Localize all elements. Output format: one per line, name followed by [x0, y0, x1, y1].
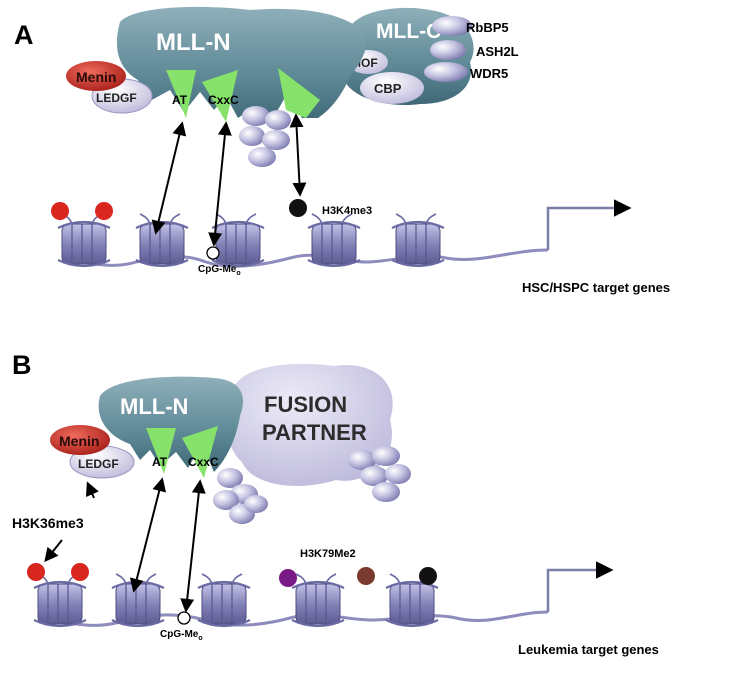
ledgf-label-b: LEDGF [78, 457, 119, 471]
h3k79me2-label-b: H3K79Me2 [300, 548, 356, 560]
nucleosome-b-2 [110, 572, 166, 628]
ash2l-label: ASH2L [476, 44, 519, 59]
arrow-h3k36me3-ledgf-b [85, 481, 99, 499]
cxxc-domain-a [202, 70, 238, 122]
h3k79me2-mark-b [357, 567, 375, 585]
h3k36me3-mark-b-1 [27, 563, 45, 581]
protein-ball-b-5 [372, 482, 400, 502]
nucleosome-b-1 [32, 572, 88, 628]
protein-ball-a-2 [265, 110, 291, 130]
panel-b: B H3K79Me2 CpG-Meo Leukemia target genes… [12, 350, 659, 657]
cpg-label-a: CpG-Meo [198, 264, 241, 277]
cbp-protein [360, 72, 424, 104]
cbp-label: CBP [374, 81, 402, 96]
h3k4me3-label-a: H3K4me3 [322, 205, 372, 217]
protein-ball-b-3 [360, 466, 388, 486]
arrow-at-dna-a [151, 121, 187, 235]
panel-a-label: A [14, 20, 34, 50]
nucleosome-a-4 [306, 212, 362, 268]
ledgf-label-a: LEDGF [96, 91, 137, 105]
mll-c-label: MLL-C [376, 20, 441, 43]
protein-ball-b-10 [244, 495, 268, 513]
protein-ball-b-1 [348, 450, 376, 470]
wdr5-label: WDR5 [470, 66, 508, 81]
cxxc-domain-b [182, 426, 218, 478]
methyl-mark-purple-b [279, 569, 297, 587]
methyl-mark-red-a-2 [95, 202, 113, 220]
arrow-cxxc-cpg-a [208, 121, 232, 247]
nucleosome-a-5 [390, 212, 446, 268]
cxxc-label-a: CxxC [208, 93, 239, 107]
nucleosome-b-4 [290, 572, 346, 628]
cpg-circle-a [206, 246, 220, 260]
protein-ball-a-3 [239, 126, 265, 146]
target-genes-label-b: Leukemia target genes [518, 642, 659, 657]
h3k4me3-mark-a [289, 199, 307, 217]
menin-label-a: Menin [76, 69, 116, 85]
mll-n-complex-a [116, 6, 367, 125]
protein-ball-b-6 [217, 468, 243, 488]
nucleosome-a-1 [56, 212, 112, 268]
protein-ball-a-5 [248, 147, 276, 167]
protein-ball-b-4 [385, 464, 411, 484]
h3k36me3-mark-b-2 [71, 563, 89, 581]
dna-strand-a [61, 248, 549, 268]
at-label-a: AT [172, 93, 188, 107]
cxxc-label-b: CxxC [188, 455, 219, 469]
h3k36me3-label-b: H3K36me3 [12, 515, 84, 531]
menin-protein-b [50, 425, 110, 455]
protein-ball-b-8 [213, 490, 239, 510]
target-genes-label-a: HSC/HSPC target genes [522, 280, 670, 295]
transcription-arrow-b [546, 561, 614, 612]
nucleosome-b-3 [196, 572, 252, 628]
at-domain-a [166, 70, 196, 118]
methyl-mark-red-a-1 [51, 202, 69, 220]
cpg-label-b: CpG-Meo [160, 629, 203, 642]
panel-a: A H3K4me3 CpG-Meo HSC/HSPC target genes … [14, 6, 670, 295]
menin-protein-a [66, 61, 126, 91]
fusion-label-line2: PARTNER [262, 420, 367, 445]
rbbp5-protein [432, 16, 472, 36]
nucleosome-a-2 [134, 212, 190, 268]
methyl-mark-black-b [419, 567, 437, 585]
rbbp5-label: RbBP5 [466, 20, 509, 35]
ash2l-protein [430, 40, 466, 60]
cpg-circle-b [177, 611, 191, 625]
mll-n-label-b: MLL-N [120, 394, 188, 419]
fusion-label-line1: FUSION [264, 392, 347, 417]
mll-n-label-a: MLL-N [156, 29, 231, 56]
protein-ball-b-2 [372, 446, 400, 466]
protein-ball-a-4 [262, 130, 290, 150]
arrow-cxxc-cpg-b [180, 479, 206, 613]
wdr5-protein [424, 62, 468, 82]
protein-ball-a-1 [242, 106, 270, 126]
arrow-phd-h3k4me3-a [289, 113, 307, 197]
transcription-arrow-a [546, 199, 632, 250]
at-domain-b [146, 428, 176, 474]
at-label-b: AT [152, 455, 168, 469]
menin-label-b: Menin [59, 433, 99, 449]
nucleosome-a-3 [210, 212, 266, 268]
phd-domain-a [278, 68, 320, 118]
panel-b-label: B [12, 350, 32, 380]
arrow-at-dna-b [129, 477, 167, 593]
arrow-h3k36me3-mark-b [44, 539, 63, 563]
